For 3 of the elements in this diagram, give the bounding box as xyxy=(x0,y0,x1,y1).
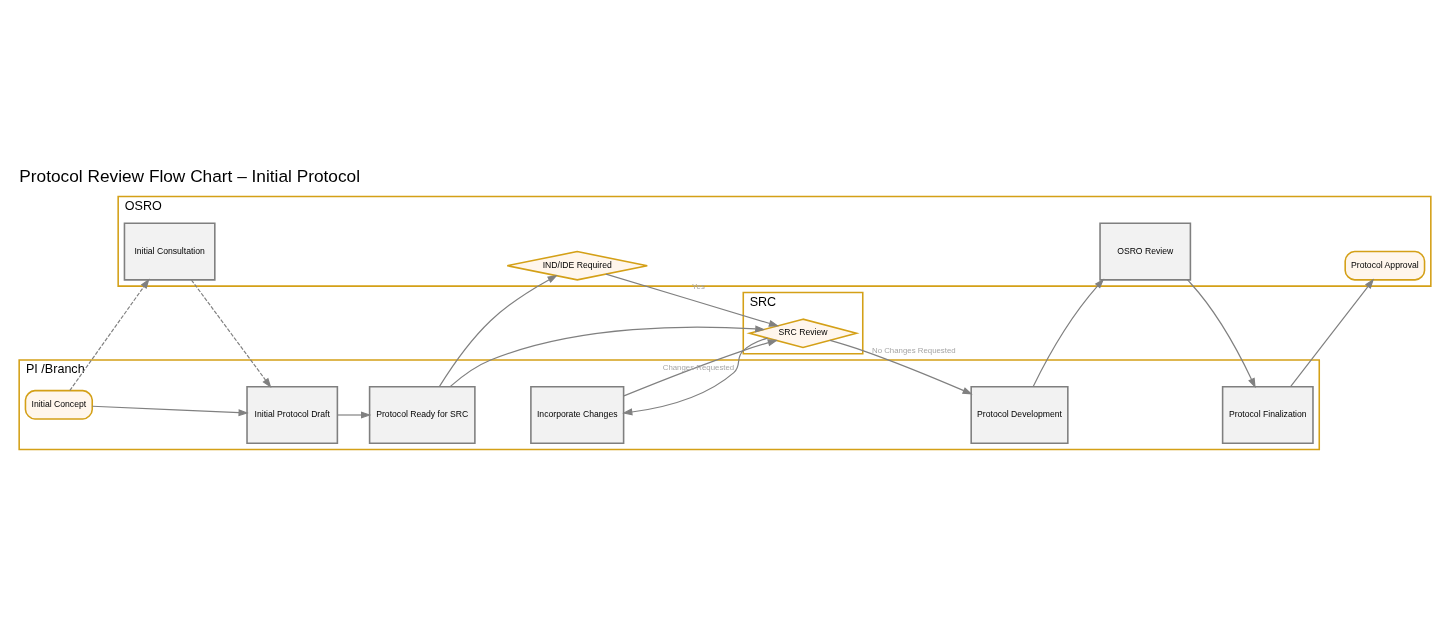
diagram-title: Protocol Review Flow Chart – Initial Protocol xyxy=(19,166,360,187)
edge-label: Changes Requested xyxy=(662,363,735,373)
edge-label: No Changes Requested xyxy=(871,345,956,355)
